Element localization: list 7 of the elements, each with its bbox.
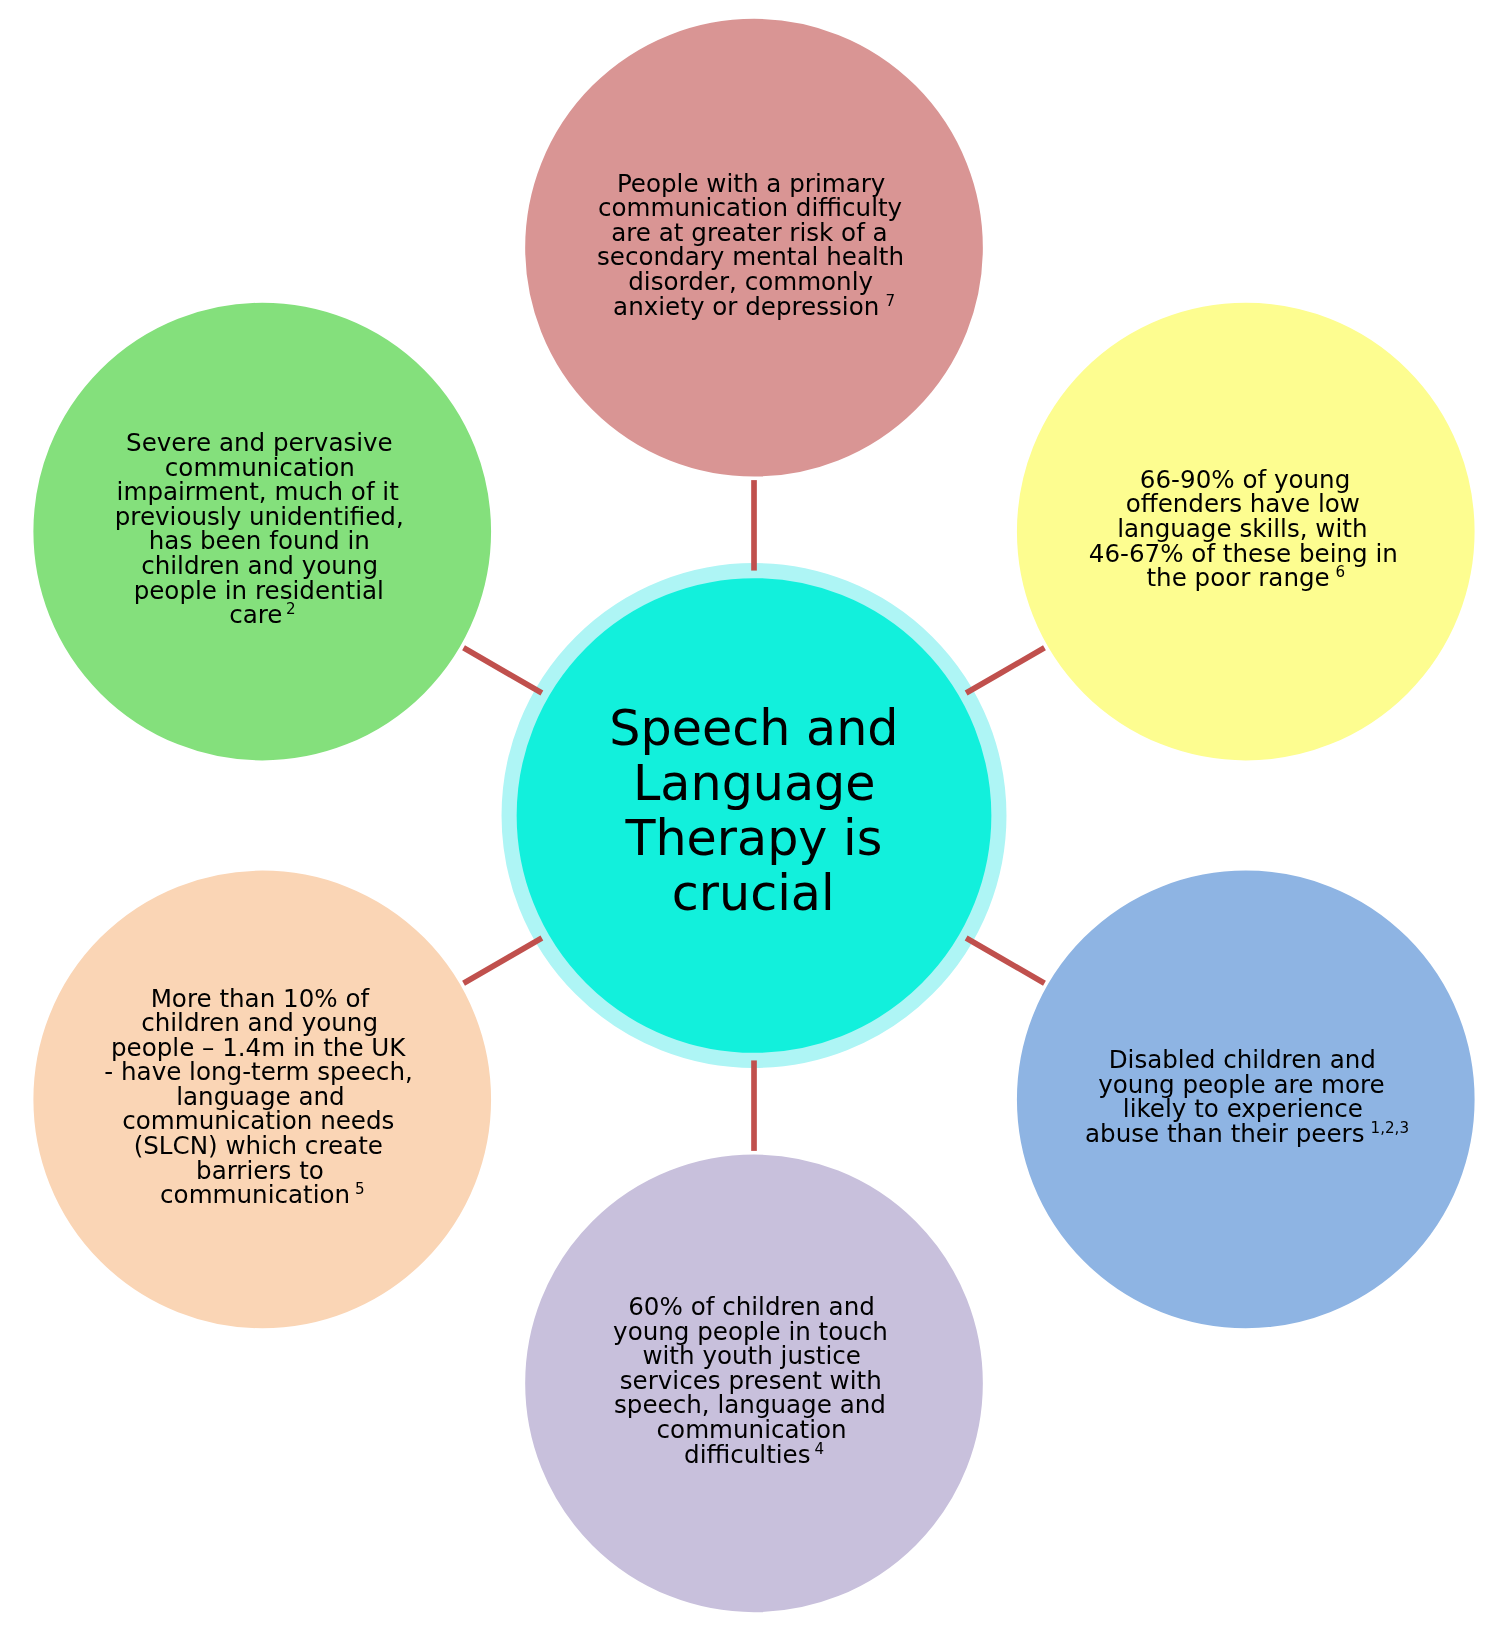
connector bbox=[750, 1060, 757, 1151]
connector bbox=[461, 935, 543, 986]
connector bbox=[964, 935, 1046, 986]
node-circle: Speech and Language Therapy is crucial bbox=[501, 563, 1006, 1068]
connector bbox=[461, 645, 543, 696]
connector bbox=[964, 645, 1046, 696]
connector bbox=[750, 480, 757, 571]
